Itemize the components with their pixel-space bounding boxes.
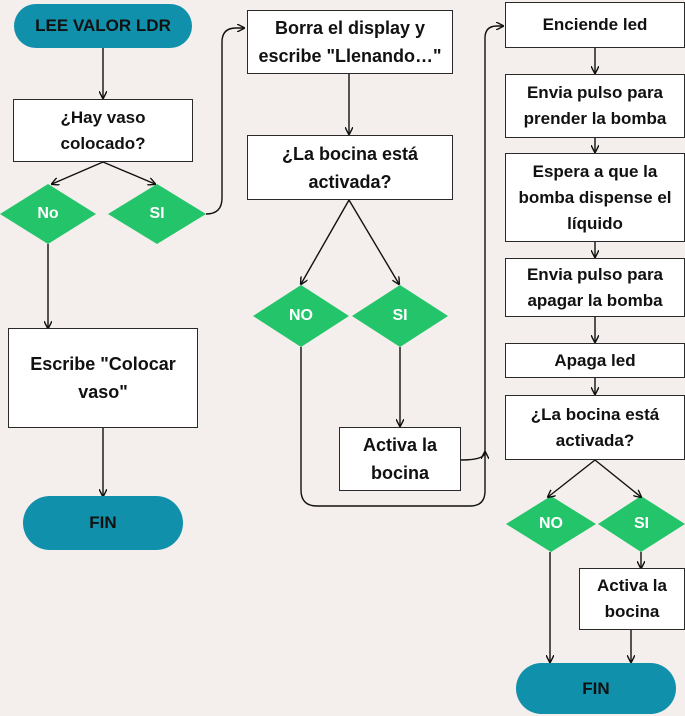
activate-buzzer-box-1: Activa la bocina	[339, 427, 461, 491]
decision-diamond-no-2	[253, 285, 349, 347]
write-place-glass-box: Escribe "Colocar vaso"	[8, 328, 198, 428]
decision-diamond-si-2	[352, 285, 448, 347]
decision-diamond-si-1	[108, 184, 206, 244]
buzzer-active-question-2: ¿La bocina está activada?	[505, 395, 685, 460]
start-terminal: LEE VALOR LDR	[14, 4, 192, 48]
pump-off-pulse-box: Envia pulso para apagar la bomba	[505, 258, 685, 317]
decision-diamond-no-1	[0, 184, 96, 244]
pump-on-pulse-box: Envia pulso para prender la bomba	[505, 74, 685, 138]
clear-display-box: Borra el display y escribe "Llenando…"	[247, 10, 453, 74]
has-glass-question: ¿Hay vaso colocado?	[13, 99, 193, 162]
decision-label-no-1: No	[37, 205, 59, 222]
turn-on-led-box: Enciende led	[505, 2, 685, 48]
end-terminal-2: FIN	[516, 663, 676, 714]
decision-diamond-si-3	[598, 496, 685, 552]
activate-buzzer-box-2: Activa la bocina	[579, 568, 685, 630]
decision-label-si-2: SI	[392, 307, 408, 324]
decision-label-si-3: SI	[633, 515, 650, 532]
decision-label-no-3: NO	[539, 515, 563, 532]
wait-dispense-box: Espera a que la bomba dispense el líquid…	[505, 153, 685, 242]
turn-off-led-box: Apaga led	[505, 343, 685, 378]
end-terminal-1: FIN	[23, 496, 183, 550]
decision-label-si-1: SI	[149, 205, 165, 222]
buzzer-active-question-1: ¿La bocina está activada?	[247, 135, 453, 200]
decision-label-no-2: NO	[289, 307, 313, 324]
decision-diamond-no-3	[506, 496, 596, 552]
